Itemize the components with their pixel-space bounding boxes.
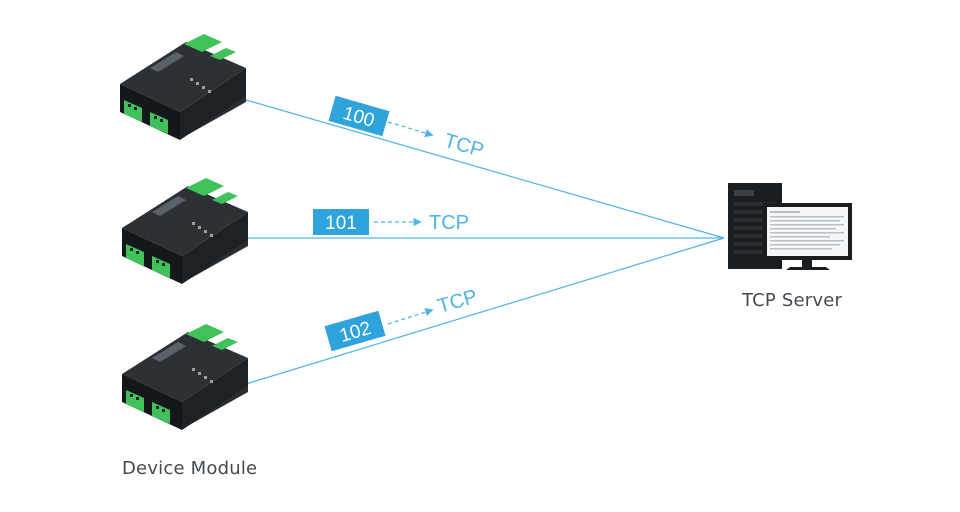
connection-group-101: 101 TCP [313, 209, 469, 235]
connection-group-100: 100 TCP [328, 95, 487, 162]
device-id-label: 101 [325, 213, 357, 234]
device-module-1 [120, 34, 246, 140]
server-computer [728, 183, 852, 270]
device-id-tag [324, 310, 386, 352]
connection-line-102 [245, 237, 725, 385]
protocol-label: TCP [429, 212, 469, 234]
dashed-arrow [387, 308, 434, 325]
device-id-tag [313, 209, 369, 235]
device-id-tag [328, 95, 390, 137]
device-module-3 [122, 324, 248, 430]
tcp-server-caption: TCP Server [742, 290, 843, 311]
device-module-2 [122, 178, 248, 284]
connection-line-100 [245, 99, 725, 239]
device-module-caption: Device Module [122, 458, 258, 479]
protocol-label: TCP [442, 130, 487, 162]
protocol-label: TCP [435, 286, 480, 318]
connection-group-102: 102 TCP [324, 286, 480, 352]
dashed-arrow [387, 121, 434, 138]
